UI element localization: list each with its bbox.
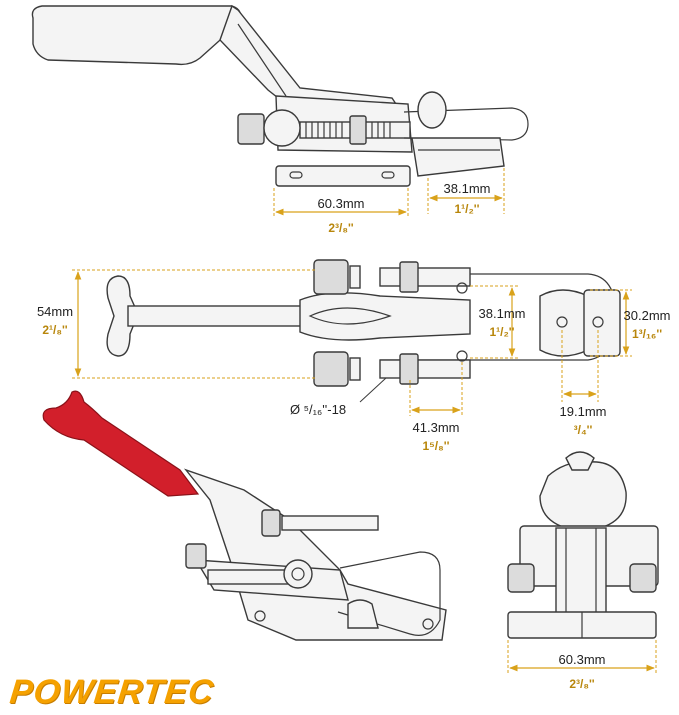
top-bolt-spacing-mm: 41.3mm (413, 420, 460, 435)
top-overall-mm: 54mm (37, 304, 73, 319)
side-hook-inch: 1¹/₂'' (454, 202, 479, 216)
top-mid-inch: 1¹/₂'' (489, 325, 514, 339)
side-view-drawing (31, 4, 529, 187)
end-view-drawing (507, 451, 659, 639)
powertec-logo: POWERTEC (8, 673, 216, 711)
top-view-drawing (106, 259, 621, 387)
thread-size-label: Ø ⁵/₁₆''-18 (290, 402, 346, 417)
side-base-mm: 60.3mm (318, 196, 365, 211)
top-overall-inch: 2¹/₈'' (42, 323, 67, 337)
side-hook-mm: 38.1mm (444, 181, 491, 196)
side-hook-dimension: 38.1mm 1¹/₂'' (427, 168, 505, 216)
thread-size-callout: Ø ⁵/₁₆''-18 (290, 377, 387, 417)
top-bolt-spacing-inch: 1⁵/₈'' (423, 439, 450, 453)
top-catch-holes-inch: ³/₄'' (574, 423, 593, 437)
top-bolt-spacing-dimension: 41.3mm 1⁵/₈'' (409, 362, 463, 453)
side-base-inch: 2³/₈'' (328, 221, 353, 235)
top-overall-dimension: 54mm 2¹/₈'' (37, 269, 316, 379)
top-mid-dimension: 38.1mm 1¹/₂'' (470, 285, 526, 359)
side-base-dimension: 60.3mm 2³/₈'' (273, 188, 409, 235)
top-catch-inch: 1³/₁₆'' (632, 327, 662, 341)
top-catch-dimension: 30.2mm 1³/₁₆'' (590, 289, 671, 357)
end-base-inch: 2³/₈'' (569, 677, 594, 691)
handle-grip (42, 390, 200, 497)
top-mid-mm: 38.1mm (479, 306, 526, 321)
perspective-view-drawing (42, 390, 447, 641)
top-catch-holes-dimension: 19.1mm ³/₄'' (560, 330, 607, 437)
top-catch-mm: 30.2mm (624, 308, 671, 323)
top-catch-holes-mm: 19.1mm (560, 404, 607, 419)
end-base-dimension: 60.3mm 2³/₈'' (507, 640, 657, 691)
end-base-mm: 60.3mm (559, 652, 606, 667)
